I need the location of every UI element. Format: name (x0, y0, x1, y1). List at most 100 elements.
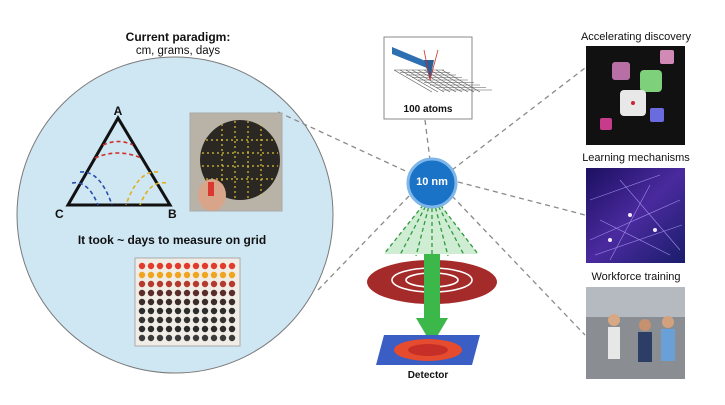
sample-dot (219, 289, 227, 297)
sample-dot (174, 316, 182, 324)
panel-label-learning: Learning mechanisms (582, 152, 690, 164)
sample-dot (219, 307, 227, 315)
sample-dot (228, 316, 236, 324)
sample-dot (147, 307, 155, 315)
sample-dot (138, 271, 146, 279)
sample-plate-photo (134, 257, 241, 347)
sample-dot (138, 316, 146, 324)
sample-dot (183, 262, 191, 270)
sample-dot (201, 316, 209, 324)
sample-dot (156, 307, 164, 315)
paradigm-title: Current paradigm: (125, 30, 231, 44)
sample-dot (138, 280, 146, 288)
sample-dot (147, 289, 155, 297)
afm-illustration (383, 36, 492, 120)
panel-label-discovery: Accelerating discovery (580, 31, 692, 43)
sample-dot (228, 289, 236, 297)
sample-dot (201, 334, 209, 342)
sample-dot (192, 289, 200, 297)
sample-dot (138, 325, 146, 333)
sample-dot (219, 262, 227, 270)
vertex-c-label: C (55, 207, 64, 221)
detector-illustration (367, 193, 497, 365)
sample-dot (219, 316, 227, 324)
sample-dot (147, 298, 155, 306)
sample-dot (201, 298, 209, 306)
sample-dot (156, 262, 164, 270)
ten-nm-node (406, 157, 458, 209)
sample-dot (138, 334, 146, 342)
ternary-triangle (65, 115, 173, 207)
sample-dot (174, 325, 182, 333)
sample-dot (165, 280, 173, 288)
sample-dot (138, 307, 146, 315)
sample-dot (165, 289, 173, 297)
sample-dot (210, 325, 218, 333)
sample-dot (156, 316, 164, 324)
sample-dot (174, 289, 182, 297)
sample-dot (192, 298, 200, 306)
sample-dot (192, 325, 200, 333)
sample-dot (192, 280, 200, 288)
sample-dot (192, 334, 200, 342)
sample-dot (147, 271, 155, 279)
sample-dot (219, 334, 227, 342)
sample-dot (219, 280, 227, 288)
paradigm-subtitle: cm, grams, days (135, 45, 221, 57)
sample-dot (192, 262, 200, 270)
sample-dot (156, 271, 164, 279)
sample-dot (201, 289, 209, 297)
sample-dot (201, 262, 209, 270)
sample-dot (156, 280, 164, 288)
network-image (586, 168, 685, 263)
sample-dot (156, 325, 164, 333)
sample-dot (210, 316, 218, 324)
sample-dot (138, 262, 146, 270)
sample-dot (165, 307, 173, 315)
sample-dot (228, 325, 236, 333)
sample-dot (183, 271, 191, 279)
sample-dot (174, 280, 182, 288)
sample-dot (165, 298, 173, 306)
sample-dot (156, 298, 164, 306)
sample-dot (183, 280, 191, 288)
grid-caption: It took ~ days to measure on grid (77, 233, 267, 247)
vertex-a-label: A (113, 104, 123, 118)
sample-dot (192, 271, 200, 279)
sample-dot (210, 271, 218, 279)
sample-dot (192, 316, 200, 324)
sample-dot (156, 334, 164, 342)
sample-dot (228, 262, 236, 270)
sample-dot (165, 334, 173, 342)
sample-dot (219, 298, 227, 306)
panel-label-workforce: Workforce training (591, 271, 681, 283)
sample-dot (183, 289, 191, 297)
sample-dot (219, 271, 227, 279)
sample-dot (174, 334, 182, 342)
sample-dot (228, 280, 236, 288)
sample-dot (183, 307, 191, 315)
sample-dot (210, 289, 218, 297)
sample-dot (201, 325, 209, 333)
sample-dot (147, 334, 155, 342)
sample-dot (156, 289, 164, 297)
sample-dot (165, 325, 173, 333)
sample-dot (138, 289, 146, 297)
sample-dot (210, 280, 218, 288)
sample-dot (147, 262, 155, 270)
sample-dot (219, 325, 227, 333)
sample-dot (174, 307, 182, 315)
detector-label: Detector (407, 370, 449, 381)
sample-dot (174, 262, 182, 270)
sample-dot (147, 280, 155, 288)
sample-dot (174, 298, 182, 306)
sample-dot (210, 298, 218, 306)
sample-dot (228, 298, 236, 306)
sample-dot (147, 316, 155, 324)
sample-dot (210, 334, 218, 342)
sample-dot (183, 334, 191, 342)
sample-dot (228, 334, 236, 342)
sample-dot (165, 316, 173, 324)
training-photo (586, 287, 685, 379)
sample-dot (165, 271, 173, 279)
